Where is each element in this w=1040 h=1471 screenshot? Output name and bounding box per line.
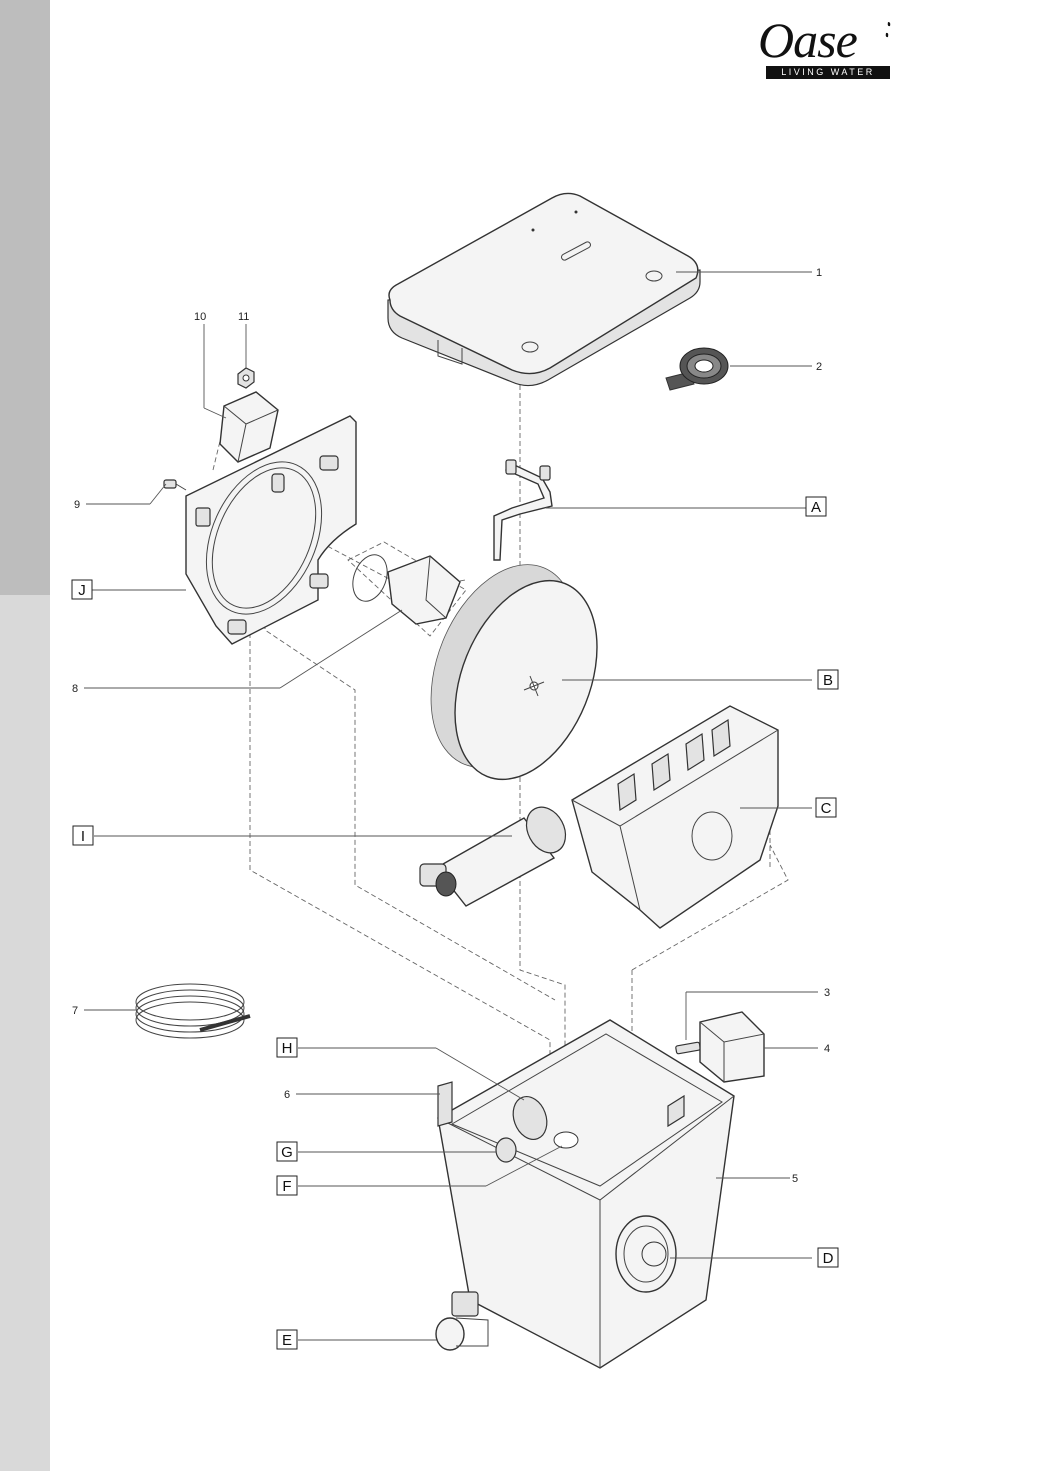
label-box-f: F: [276, 1175, 298, 1196]
number-labels: 1 2 3 4 5 6 7 8 9 10 11: [72, 267, 830, 1185]
svg-text:D: D: [823, 1250, 834, 1267]
hose-part-7: [135, 983, 251, 1039]
svg-text:G: G: [281, 1144, 293, 1161]
svg-text:H: H: [282, 1040, 293, 1057]
logo-tagline: LIVING WATER: [766, 66, 890, 79]
label-5: 5: [792, 1173, 798, 1185]
filter-drum-part-b: [430, 564, 598, 781]
seal-part-8: [347, 541, 467, 637]
label-10: 10: [194, 311, 206, 323]
svg-text:C: C: [821, 800, 832, 817]
sidebar-dark-band: [0, 0, 50, 595]
connector-part-3: [675, 1041, 701, 1055]
letter-labels: A B C D E F G H: [71, 496, 839, 1350]
svg-text:J: J: [78, 582, 86, 599]
label-box-j: J: [71, 579, 93, 600]
label-box-c: C: [815, 797, 837, 818]
nut-part-11: [237, 367, 255, 389]
label-3: 3: [824, 987, 830, 999]
filter-basket-part-c: [571, 705, 779, 929]
leader-lines: [84, 271, 818, 1341]
label-box-g: G: [276, 1141, 298, 1162]
cover-part-4: [699, 1011, 765, 1083]
flange-plate-part-j: [185, 415, 357, 645]
label-11: 11: [238, 311, 249, 323]
svg-text:A: A: [811, 499, 821, 516]
tape-roll-part: [665, 347, 729, 391]
label-box-h: H: [276, 1037, 298, 1058]
container-part-5: [437, 1019, 735, 1369]
svg-text:I: I: [81, 828, 85, 845]
oase-logo: Oase LIVING WATER: [756, 14, 896, 84]
uv-clarifier-part-i: [419, 806, 567, 907]
label-6: 6: [284, 1089, 290, 1101]
label-9: 9: [74, 499, 80, 511]
label-7: 7: [72, 1005, 78, 1017]
label-box-b: B: [817, 669, 839, 690]
label-box-a: A: [805, 496, 827, 517]
tube-part-a: [493, 459, 553, 561]
label-8: 8: [72, 683, 78, 695]
sidebar-light-band: [0, 595, 50, 1471]
label-1: 1: [816, 267, 822, 279]
screw-part-9: [163, 479, 187, 491]
logo-droplet-icon: [885, 22, 891, 38]
svg-text:B: B: [823, 672, 833, 689]
svg-text:F: F: [282, 1178, 291, 1195]
outlet-part-d: [615, 1215, 677, 1293]
label-2: 2: [816, 361, 822, 373]
svg-text:E: E: [282, 1332, 292, 1349]
drain-valve-part-e: [435, 1291, 489, 1351]
label-box-i: I: [72, 825, 94, 846]
lid-part: [387, 192, 701, 387]
control-box-part-10: [219, 391, 279, 463]
logo-wordmark: Oase: [758, 12, 858, 68]
label-4: 4: [824, 1043, 830, 1055]
label-box-e: E: [276, 1329, 298, 1350]
label-box-d: D: [817, 1247, 839, 1268]
